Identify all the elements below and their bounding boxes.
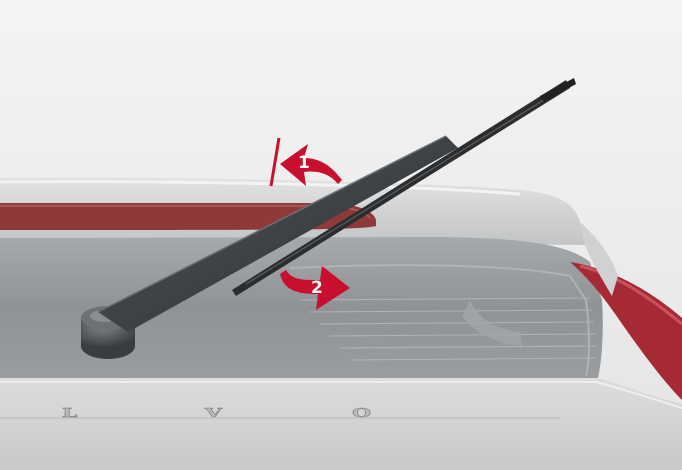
callout-2-label: 2 — [311, 278, 323, 298]
emblem-letter: V — [204, 406, 224, 420]
emblem-letter: L — [62, 406, 78, 420]
emblem-letter: O — [352, 406, 371, 420]
rear-window — [0, 237, 603, 378]
callout-1-label: 1 — [298, 153, 310, 173]
tailgate-panel — [0, 378, 682, 470]
